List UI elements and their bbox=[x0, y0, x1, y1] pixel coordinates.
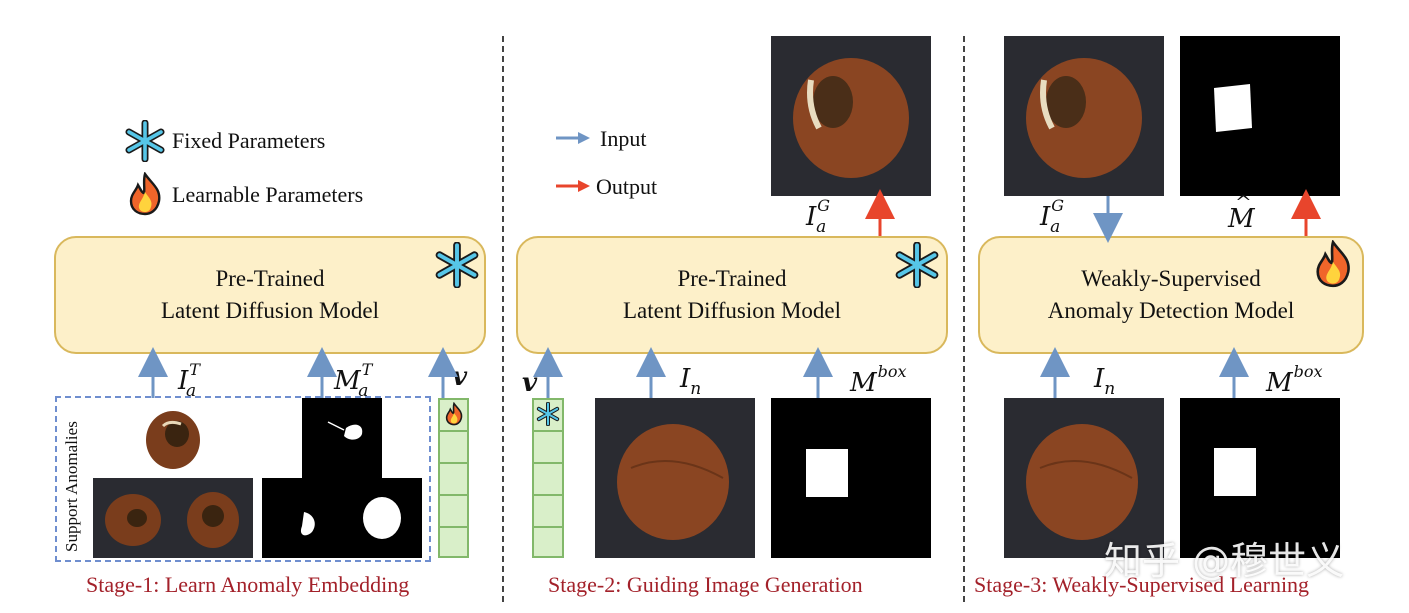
embedding-cell bbox=[534, 462, 562, 464]
stage3-model-line2: Anomaly Detection Model bbox=[1047, 298, 1295, 323]
stage3-model-line1: Weakly-Supervised bbox=[1081, 266, 1261, 291]
input-arrow-icon bbox=[556, 132, 590, 144]
stage2-model-box: Pre-Trained Latent Diffusion Model bbox=[516, 236, 948, 354]
stage3-title: Stage-3: Weakly-Supervised Learning bbox=[974, 572, 1310, 597]
stage3-label-Ia-G: IGa bbox=[1040, 196, 1065, 237]
stage2-box-mask bbox=[771, 398, 931, 558]
support-mask-3 bbox=[342, 478, 422, 558]
stage3-generated-image bbox=[1004, 36, 1164, 196]
mask-box-region bbox=[806, 449, 848, 497]
flame-icon bbox=[1316, 240, 1350, 288]
snowflake-icon bbox=[895, 242, 939, 288]
support-mask-2 bbox=[262, 478, 342, 558]
support-mask-1 bbox=[302, 398, 382, 478]
legend-learnable-label: Learnable Parameters bbox=[172, 182, 364, 207]
stage2-generated-image bbox=[771, 36, 931, 196]
stage3-label-Mhat: M bbox=[1228, 190, 1255, 234]
support-image-3 bbox=[173, 478, 253, 558]
flame-icon bbox=[129, 172, 161, 216]
stage2-title: Stage-2: Guiding Image Generation bbox=[548, 572, 863, 597]
legend-output-label: Output bbox=[596, 174, 658, 199]
stage3-label-In: In bbox=[1094, 364, 1116, 399]
stage2-label-Mbox: Mbox bbox=[850, 362, 907, 398]
embedding-cell bbox=[534, 494, 562, 496]
output-arrow-icon bbox=[556, 180, 590, 192]
stage2-label-Ia-G: IGa bbox=[806, 196, 831, 237]
embedding-cell bbox=[440, 526, 467, 528]
embedding-cell bbox=[534, 430, 562, 432]
stage2-label-In: In bbox=[680, 364, 702, 399]
flame-icon bbox=[445, 402, 463, 426]
stage1-label-Ma-T: MTa bbox=[334, 360, 373, 401]
stage-divider-2 bbox=[963, 36, 965, 602]
embedding-cell bbox=[440, 462, 467, 464]
stage2-normal-image bbox=[595, 398, 755, 558]
stage3-predicted-mask bbox=[1180, 36, 1340, 196]
embedding-cell bbox=[534, 526, 562, 528]
support-image-1 bbox=[133, 398, 213, 478]
stage2-model-line2: Latent Diffusion Model bbox=[622, 298, 842, 323]
stage1-model-box: Pre-Trained Latent Diffusion Model bbox=[54, 236, 486, 354]
snowflake-icon bbox=[536, 402, 560, 426]
embedding-cell bbox=[440, 430, 467, 432]
stage1-model-line1: Pre-Trained bbox=[215, 266, 325, 291]
support-image-2 bbox=[93, 478, 173, 558]
stage1-label-Ia-T: ITa bbox=[178, 360, 200, 401]
snowflake-icon bbox=[435, 242, 479, 288]
legend-fixed-label: Fixed Parameters bbox=[172, 128, 326, 153]
support-anomalies-box bbox=[55, 396, 431, 562]
legend-input-label: Input bbox=[600, 126, 647, 151]
snowflake-icon bbox=[125, 120, 165, 162]
stage1-title: Stage-1: Learn Anomaly Embedding bbox=[86, 572, 410, 597]
stage3-normal-image bbox=[1004, 398, 1164, 558]
stage3-box-mask bbox=[1180, 398, 1340, 558]
stage3-model-box: Weakly-Supervised Anomaly Detection Mode… bbox=[978, 236, 1364, 354]
stage2-model-line1: Pre-Trained bbox=[677, 266, 787, 291]
mask-box-region bbox=[1214, 448, 1256, 496]
embedding-cell bbox=[440, 494, 467, 496]
watermark: 知乎 @穆世义 bbox=[1104, 539, 1345, 583]
stage1-model-line2: Latent Diffusion Model bbox=[160, 298, 380, 323]
stage3-label-Mbox: Mbox bbox=[1266, 362, 1323, 398]
stage-divider-1 bbox=[502, 36, 504, 602]
